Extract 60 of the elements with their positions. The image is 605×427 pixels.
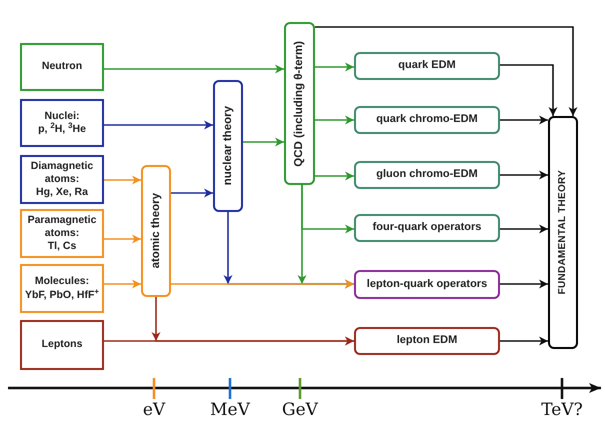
box-label: quark chromo-EDM — [376, 113, 478, 127]
box-label: Diamagnetic atoms: — [30, 160, 94, 186]
arrow — [104, 64, 284, 74]
arrow — [500, 170, 548, 180]
energy-scale-label: GeV — [281, 402, 320, 419]
box-label: Leptons — [42, 338, 82, 352]
box-label: lepton EDM — [396, 334, 458, 348]
box-label: four-quark operators — [372, 221, 482, 235]
source-box — [20, 155, 104, 204]
box-label: YbF, PbO, HfF$^{+}$ — [24, 288, 99, 302]
box-label: quark EDM — [398, 59, 456, 73]
box-label: Paramagnetic atoms: — [26, 214, 98, 240]
box-label: Molecules: — [34, 275, 90, 288]
energy-scale-label: MeV — [209, 402, 252, 419]
box-label: QCD (including θ-term) — [292, 40, 306, 166]
source-box — [20, 264, 104, 313]
box-label: Hg, Xe, Ra — [36, 186, 88, 200]
energy-scale-label: TeV? — [540, 402, 584, 419]
source-box — [20, 99, 104, 147]
arrow — [315, 116, 354, 124]
theory-box — [141, 165, 171, 297]
arrow — [315, 26, 578, 116]
source-box — [20, 209, 104, 258]
operator-box — [354, 270, 500, 299]
arrow — [500, 336, 548, 346]
box-label: Tl, Cs — [48, 240, 76, 254]
arrow — [500, 224, 548, 234]
arrow — [301, 185, 354, 234]
box-label: FUNDAMENTAL THEORY — [556, 170, 569, 295]
arrow — [171, 188, 213, 198]
operator-box — [354, 52, 500, 80]
operator-box — [354, 161, 500, 189]
arrow — [104, 280, 141, 288]
arrow — [243, 138, 284, 146]
arrow — [104, 336, 354, 346]
arrow — [104, 176, 141, 184]
arrow — [315, 172, 354, 180]
arrow — [171, 280, 354, 288]
operator-box — [354, 214, 500, 242]
box-label: Nuclei: — [44, 110, 80, 122]
box-label: gluon chromo-EDM — [376, 168, 478, 182]
energy-scale-label: eV — [142, 402, 166, 419]
box-label: lepton-quark operators — [366, 278, 488, 292]
box-label: nuclear theory — [220, 106, 235, 186]
arrow — [315, 62, 354, 72]
arrow — [500, 116, 548, 124]
operator-box — [354, 106, 500, 134]
box-label: p, $^{2}$H, $^{3}$He — [38, 123, 86, 136]
theory-box — [213, 80, 243, 212]
arrow — [500, 64, 558, 116]
arrow — [104, 234, 141, 244]
theory-box — [548, 116, 578, 349]
operator-box — [354, 327, 500, 355]
source-box — [20, 43, 104, 91]
box-label: Neutron — [42, 60, 82, 74]
arrow — [500, 280, 548, 288]
theory-box — [284, 22, 315, 185]
source-box — [20, 320, 104, 370]
box-label: atomic theory — [148, 193, 163, 269]
arrow — [104, 120, 213, 130]
